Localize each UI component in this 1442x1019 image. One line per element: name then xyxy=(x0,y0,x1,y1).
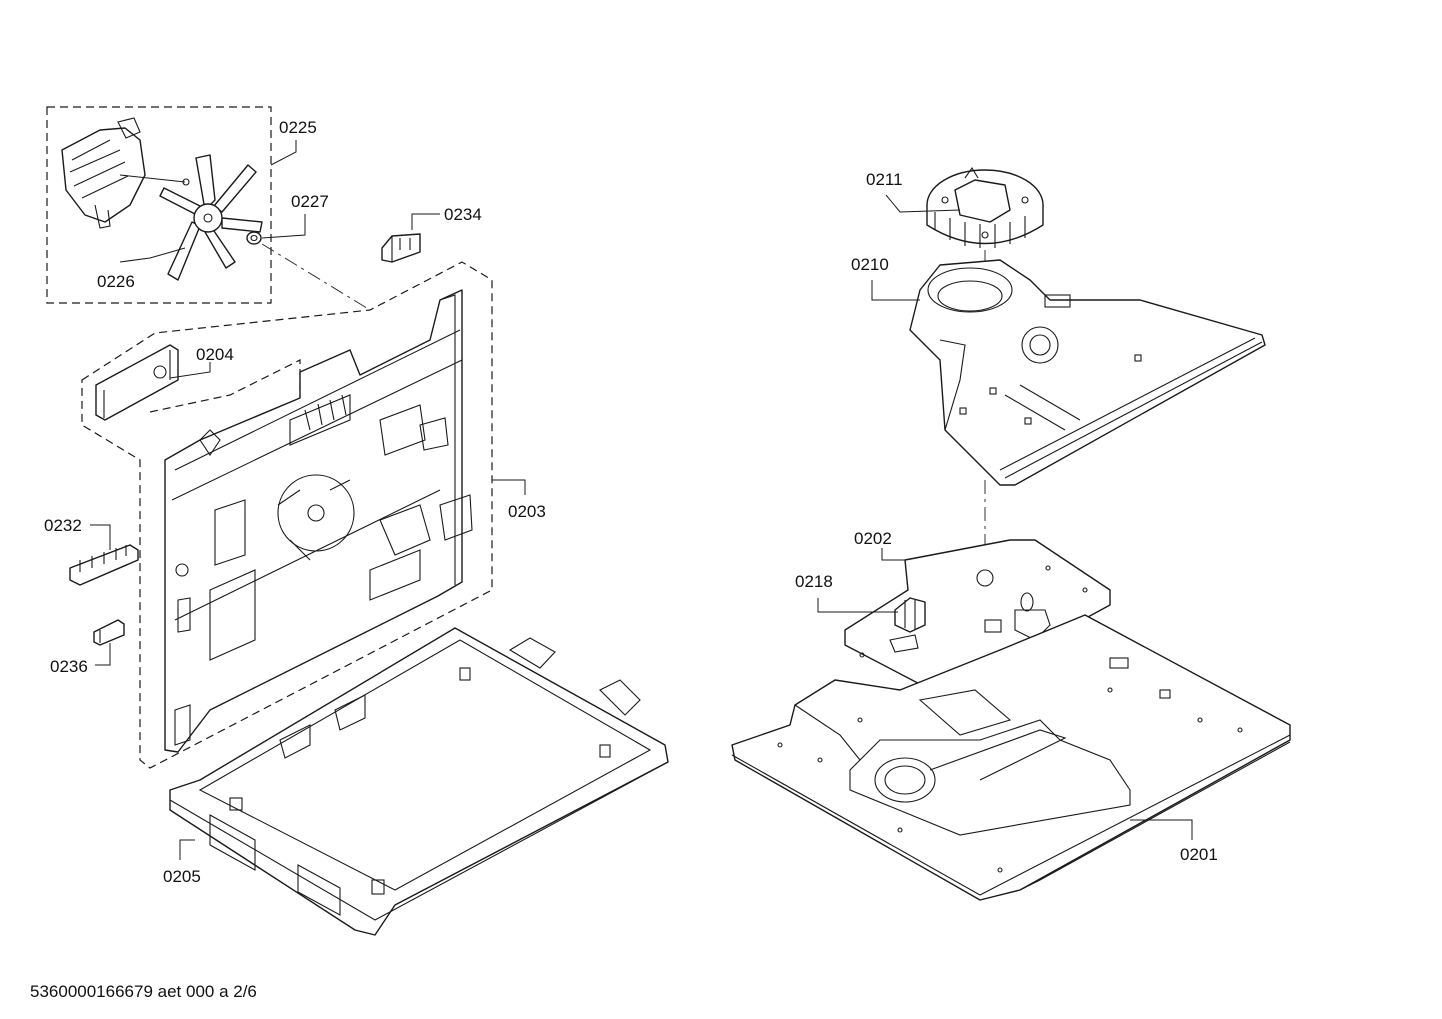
frame-0205 xyxy=(169,627,669,936)
label-0211: 0211 xyxy=(866,170,903,189)
label-0226: 0226 xyxy=(97,272,135,291)
document-code: 5360000166679 aet 000 a 2/6 xyxy=(30,982,257,1001)
label-0218: 0218 xyxy=(795,572,833,591)
nut-0227 xyxy=(246,231,262,245)
label-0232: 0232 xyxy=(44,516,82,535)
label-0234: 0234 xyxy=(444,205,482,224)
connector-0234 xyxy=(381,233,421,263)
switch-0218 xyxy=(889,597,926,653)
back-panel-0203 xyxy=(164,289,473,753)
label-0202: 0202 xyxy=(854,529,892,548)
label-0225: 0225 xyxy=(279,118,317,137)
label-0201: 0201 xyxy=(1180,845,1218,864)
clip-0236 xyxy=(93,619,125,646)
label-0210: 0210 xyxy=(851,255,889,274)
label-0227: 0227 xyxy=(291,192,329,211)
fan-motor-0225 xyxy=(61,117,190,229)
base-tray-0201 xyxy=(731,614,1291,901)
fan-motor-assembly-group xyxy=(46,106,272,304)
label-0236: 0236 xyxy=(50,657,88,676)
air-duct-0210 xyxy=(909,259,1266,486)
terminal-block-0232 xyxy=(69,544,139,586)
fan-wheel-0226 xyxy=(159,154,263,281)
label-0205: 0205 xyxy=(163,867,201,886)
label-0204: 0204 xyxy=(196,345,234,364)
bracket-0204 xyxy=(95,344,179,421)
blower-fan-0211 xyxy=(926,166,1044,248)
label-0203: 0203 xyxy=(508,502,546,521)
